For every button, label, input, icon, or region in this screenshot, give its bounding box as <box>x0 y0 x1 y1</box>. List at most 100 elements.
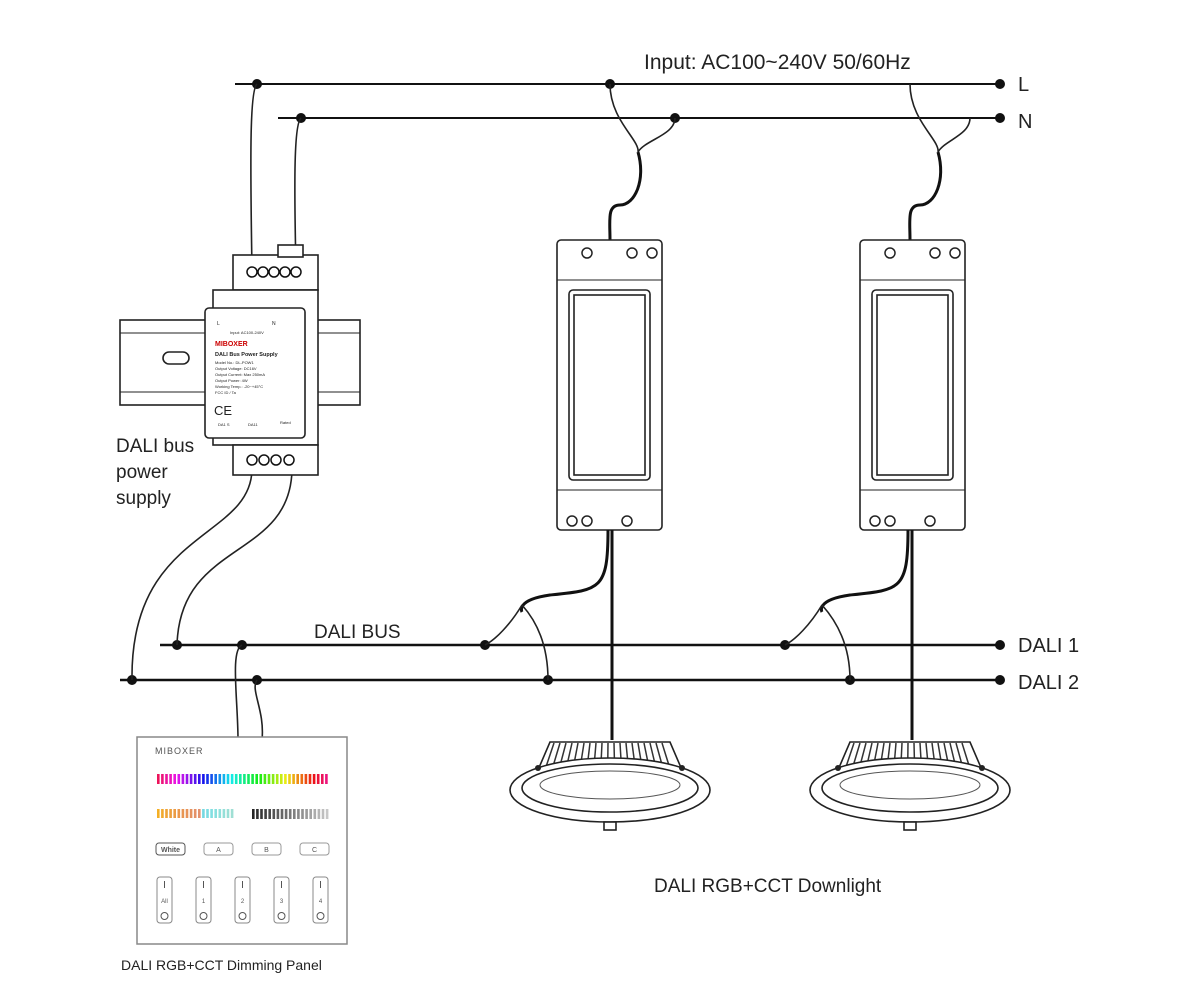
rgb-bar[interactable] <box>259 774 263 784</box>
cct-bar[interactable] <box>189 809 193 818</box>
brightness-bar[interactable] <box>288 809 292 819</box>
panel-button-b[interactable]: B <box>251 842 282 856</box>
downlight-2 <box>809 741 1011 831</box>
led-driver-2 <box>784 83 1011 831</box>
brightness-bar[interactable] <box>264 809 267 819</box>
cct-bar[interactable] <box>198 809 201 818</box>
rgb-bar[interactable] <box>222 774 226 784</box>
cct-bar[interactable] <box>202 809 205 818</box>
rgb-bar[interactable] <box>243 774 246 784</box>
rgb-bar[interactable] <box>284 774 287 784</box>
brightness-bar[interactable] <box>276 809 280 819</box>
rgb-bar[interactable] <box>161 774 164 784</box>
rgb-bar[interactable] <box>181 774 185 784</box>
cct-bar[interactable] <box>206 809 209 818</box>
rgb-bar[interactable] <box>173 774 176 784</box>
brightness-bar[interactable] <box>305 809 308 819</box>
rgb-bar[interactable] <box>325 774 328 784</box>
panel-button-white[interactable]: White <box>155 842 186 856</box>
brightness-bar[interactable] <box>256 809 259 819</box>
cct-bar[interactable] <box>157 809 160 818</box>
brightness-bar[interactable] <box>268 809 271 819</box>
brightness-bar[interactable] <box>284 809 288 819</box>
panel-zone-1[interactable]: 1 <box>195 876 212 924</box>
rgb-bar[interactable] <box>308 774 312 784</box>
cct-bar[interactable] <box>173 809 176 818</box>
psu-term-bottom: Rated <box>280 420 291 425</box>
panel-zone-label: 1 <box>202 899 206 905</box>
rgb-bar[interactable] <box>230 774 234 784</box>
psu-title: DALI Bus Power Supply <box>215 352 279 358</box>
rgb-bar[interactable] <box>321 774 324 784</box>
rgb-bar[interactable] <box>271 774 275 784</box>
rgb-bar[interactable] <box>202 774 205 784</box>
rgb-bar[interactable] <box>226 774 230 784</box>
rgb-bar[interactable] <box>157 774 160 784</box>
cct-bar[interactable] <box>185 809 189 818</box>
brightness-bar[interactable] <box>293 809 296 819</box>
panel-button-label: A <box>216 847 221 854</box>
panel-zone-label: 3 <box>280 899 284 905</box>
rgb-bar[interactable] <box>304 774 308 784</box>
brightness-bar[interactable] <box>321 809 325 819</box>
cct-bar[interactable] <box>177 809 181 818</box>
rgb-bar[interactable] <box>275 774 279 784</box>
brightness-bar[interactable] <box>313 809 317 819</box>
cct-bar[interactable] <box>226 809 230 818</box>
rgb-bar[interactable] <box>255 774 258 784</box>
cct-bar[interactable] <box>181 809 185 818</box>
cct-bar[interactable] <box>161 809 164 818</box>
cct-bar[interactable] <box>165 809 168 818</box>
rgb-bar[interactable] <box>296 774 299 784</box>
cct-bar[interactable] <box>218 809 222 818</box>
rgb-bar[interactable] <box>239 774 242 784</box>
rgb-bar[interactable] <box>218 774 222 784</box>
rgb-bar[interactable] <box>300 774 304 784</box>
label-N: N <box>1018 111 1032 133</box>
cct-bar[interactable] <box>230 809 234 818</box>
panel-button-a[interactable]: A <box>203 842 234 856</box>
brightness-bar[interactable] <box>280 809 284 819</box>
brightness-bar[interactable] <box>272 809 276 819</box>
rgb-bar[interactable] <box>210 774 213 784</box>
cct-bar[interactable] <box>210 809 213 818</box>
panel-zone-all[interactable]: All <box>156 876 173 924</box>
rgb-bar[interactable] <box>234 774 238 784</box>
cct-bar[interactable] <box>222 809 226 818</box>
cct-bar[interactable] <box>169 809 172 818</box>
rgb-bar[interactable] <box>206 774 209 784</box>
panel-zone-label: 4 <box>319 899 323 905</box>
brightness-bar[interactable] <box>325 809 329 819</box>
rgb-bar[interactable] <box>185 774 189 784</box>
rgb-bar[interactable] <box>193 774 197 784</box>
rgb-bar[interactable] <box>177 774 181 784</box>
brightness-bar[interactable] <box>252 809 255 819</box>
rgb-bar[interactable] <box>288 774 291 784</box>
rgb-bar[interactable] <box>280 774 283 784</box>
rgb-bar[interactable] <box>214 774 217 784</box>
brightness-bar[interactable] <box>297 809 300 819</box>
rgb-bar[interactable] <box>312 774 316 784</box>
cct-bar[interactable] <box>193 809 197 818</box>
panel-zone-2[interactable]: 2 <box>234 876 251 924</box>
rgb-bar[interactable] <box>247 774 250 784</box>
cct-bar[interactable] <box>214 809 217 818</box>
rgb-bar[interactable] <box>267 774 271 784</box>
panel-button-c[interactable]: C <box>299 842 330 856</box>
rgb-bar[interactable] <box>292 774 295 784</box>
label-dali1: DALI 1 <box>1018 635 1079 657</box>
brightness-bar[interactable] <box>260 809 263 819</box>
rgb-bar[interactable] <box>316 774 320 784</box>
panel-button-label: C <box>312 847 317 854</box>
brightness-bar[interactable] <box>309 809 312 819</box>
rgb-bar[interactable] <box>189 774 193 784</box>
panel-zone-4[interactable]: 4 <box>312 876 329 924</box>
rgb-bar[interactable] <box>169 774 172 784</box>
rgb-bar[interactable] <box>198 774 201 784</box>
brightness-bar[interactable] <box>301 809 304 819</box>
rgb-bar[interactable] <box>165 774 168 784</box>
rgb-bar[interactable] <box>251 774 254 784</box>
brightness-bar[interactable] <box>317 809 321 819</box>
panel-zone-3[interactable]: 3 <box>273 876 290 924</box>
rgb-bar[interactable] <box>263 774 267 784</box>
